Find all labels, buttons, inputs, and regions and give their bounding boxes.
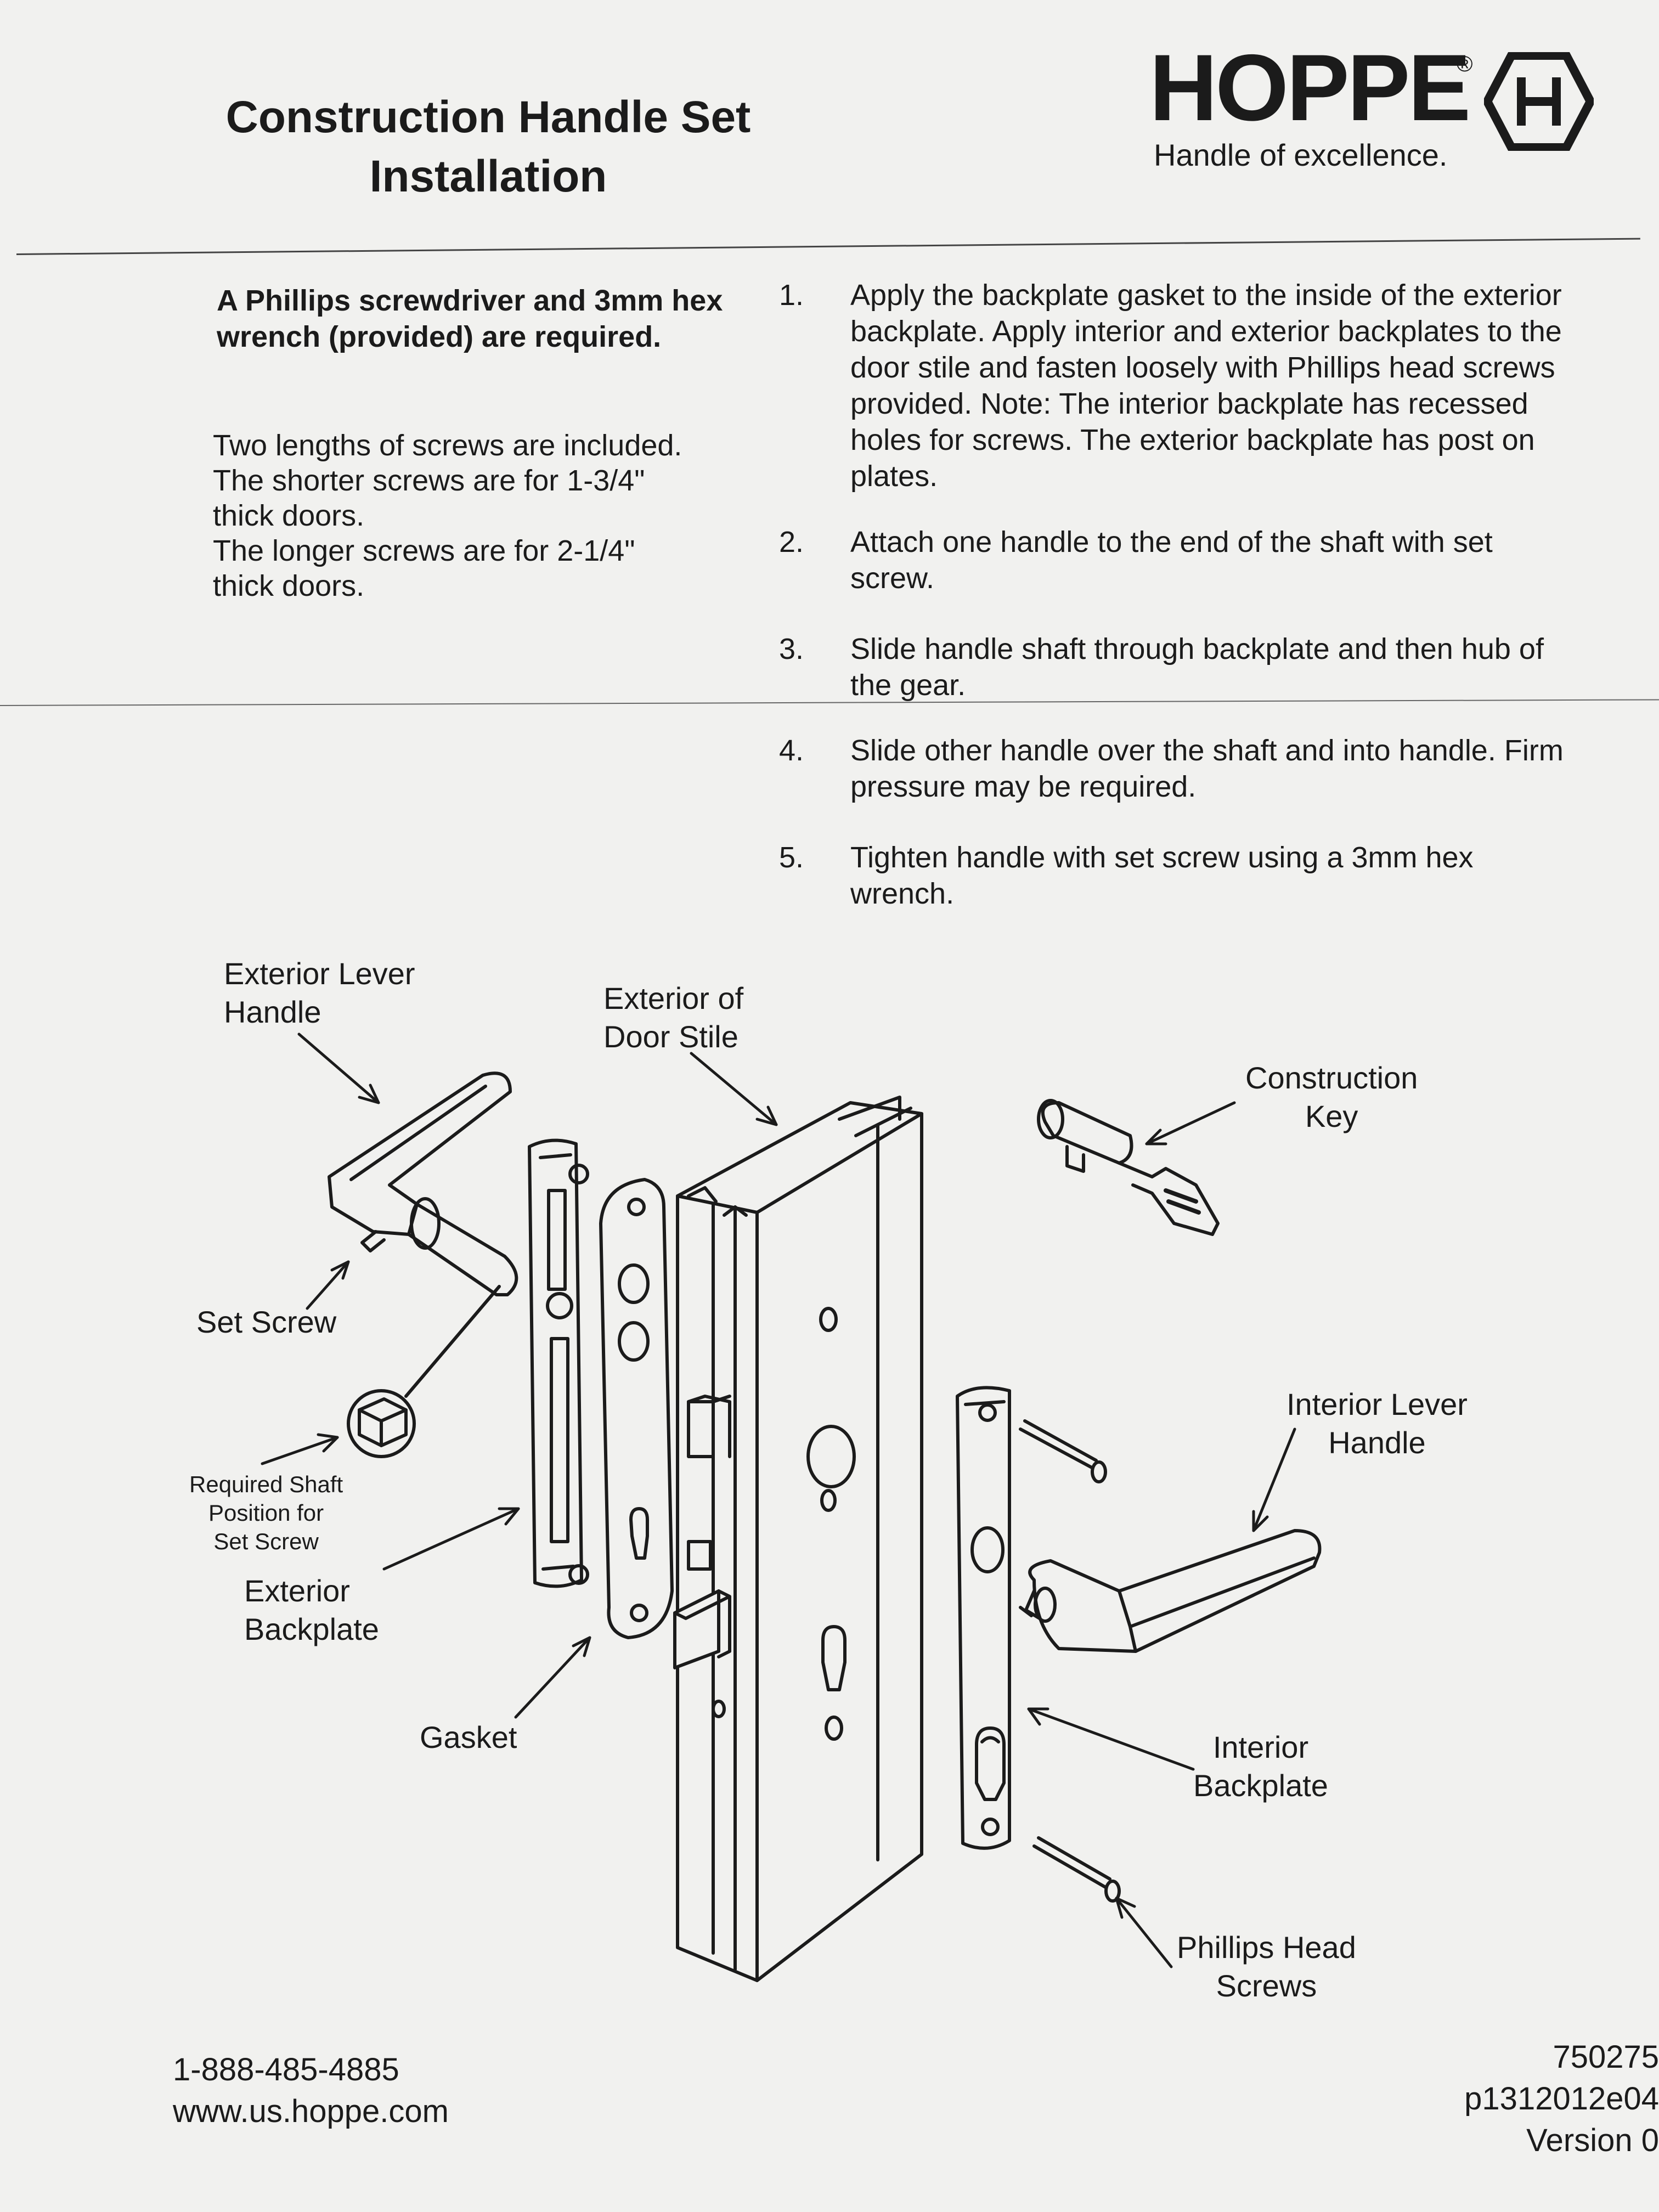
step-text: Attach one handle to the end of the shaf… xyxy=(850,526,1493,595)
label-line: Construction xyxy=(1245,1060,1418,1095)
construction-key-drawing xyxy=(1037,1099,1220,1236)
step-number: 4. xyxy=(779,734,804,767)
exterior-backplate-drawing xyxy=(528,1138,589,1588)
label-line: Position for xyxy=(208,1500,324,1526)
phillips-screw-lower-drawing xyxy=(1032,1836,1121,1903)
step-text: Slide handle shaft through backplate and… xyxy=(850,633,1544,702)
label-interior-lever-handle: Interior Lever Handle xyxy=(1286,1385,1468,1462)
label-set-screw: Set Screw xyxy=(196,1305,337,1339)
version-label: Version 0 xyxy=(1526,2123,1659,2158)
shaft-position-callout xyxy=(347,1285,501,1458)
label-line: Set Screw xyxy=(213,1528,319,1554)
label-line: Exterior xyxy=(244,1573,350,1608)
label-line: Key xyxy=(1305,1099,1358,1133)
label-line: Phillips Head xyxy=(1177,1930,1356,1965)
label-line: Backplate xyxy=(244,1612,379,1646)
label-exterior-lever-handle: Exterior Lever Handle xyxy=(224,955,415,1031)
step-text: Apply the backplate gasket to the inside… xyxy=(850,279,1562,493)
exterior-lever-handle-drawing xyxy=(328,1071,518,1296)
registered-mark: ® xyxy=(1457,52,1473,76)
label-construction-key: Construction Key xyxy=(1245,1059,1418,1136)
step-number: 3. xyxy=(779,633,804,665)
footer-document-id: 750275 p1312012e04 Version 0 xyxy=(1385,2036,1659,2162)
label-line: Handle xyxy=(1328,1425,1426,1460)
step-text: Slide other handle over the shaft and in… xyxy=(850,734,1564,803)
brand-tagline: Handle of excellence. xyxy=(1154,138,1448,172)
phone-number: 1-888-485-4885 xyxy=(173,2052,399,2087)
label-line: Exterior of xyxy=(603,981,744,1015)
step-number: 5. xyxy=(779,841,804,874)
brand-name: HOPPE xyxy=(1149,35,1471,140)
title-line-2: Installation xyxy=(369,151,607,201)
screw-lengths-note: Two lengths of screws are included. The … xyxy=(213,428,734,603)
tools-required-note: A Phillips screwdriver and 3mm hex wrenc… xyxy=(217,284,723,353)
step-number: 1. xyxy=(779,279,804,312)
brand-logo: HOPPE ® Handle of excellence. xyxy=(1149,41,1599,189)
page-title: Construction Handle Set Installation xyxy=(181,88,795,206)
label-exterior-door-stile: Exterior of Door Stile xyxy=(603,979,743,1056)
label-gasket: Gasket xyxy=(420,1720,517,1754)
label-line: Exterior Lever xyxy=(224,956,415,991)
label-line: Handle xyxy=(224,995,321,1029)
door-stile-drawing xyxy=(673,1096,923,1982)
screws-line-5: thick doors. xyxy=(213,569,365,602)
interior-backplate-drawing xyxy=(956,1386,1011,1850)
step-number: 2. xyxy=(779,526,804,558)
label-line: Screws xyxy=(1216,1968,1317,2003)
leader-arrows xyxy=(261,1032,1296,1968)
screws-line-1: Two lengths of screws are included. xyxy=(213,429,682,462)
header-divider xyxy=(16,238,1640,255)
document-code: p1312012e04 xyxy=(1464,2081,1659,2117)
title-line-1: Construction Handle Set xyxy=(225,92,751,142)
part-number: 750275 xyxy=(1553,2039,1659,2075)
label-phillips-head-screws: Phillips Head Screws xyxy=(1177,1928,1356,2005)
interior-lever-handle-drawing xyxy=(1019,1529,1322,1653)
gasket-drawing xyxy=(599,1178,674,1639)
label-line: Interior Lever xyxy=(1286,1387,1468,1421)
label-line: Interior xyxy=(1212,1730,1309,1764)
website-link: www.us.hoppe.com xyxy=(173,2094,449,2129)
hoppe-hexagon-icon xyxy=(1484,52,1594,151)
label-exterior-backplate: Exterior Backplate xyxy=(244,1572,379,1649)
label-interior-backplate: Interior Backplate xyxy=(1193,1728,1328,1805)
exploded-view-diagram xyxy=(261,1032,1322,1982)
screws-line-3: thick doors. xyxy=(213,499,365,532)
footer-contact: 1-888-485-4885 www.us.hoppe.com xyxy=(173,2049,449,2132)
step-text: Tighten handle with set screw using a 3m… xyxy=(850,841,1474,910)
label-shaft-position: Required Shaft Position for Set Screw xyxy=(189,1470,343,1556)
label-line: Required Shaft xyxy=(189,1471,343,1497)
screws-line-2: The shorter screws are for 1-3/4" xyxy=(213,464,645,497)
label-line: Backplate xyxy=(1193,1768,1328,1803)
phillips-screw-upper-drawing xyxy=(1019,1419,1107,1483)
label-line: Door Stile xyxy=(603,1019,738,1054)
screws-line-4: The longer screws are for 2-1/4" xyxy=(213,534,635,567)
